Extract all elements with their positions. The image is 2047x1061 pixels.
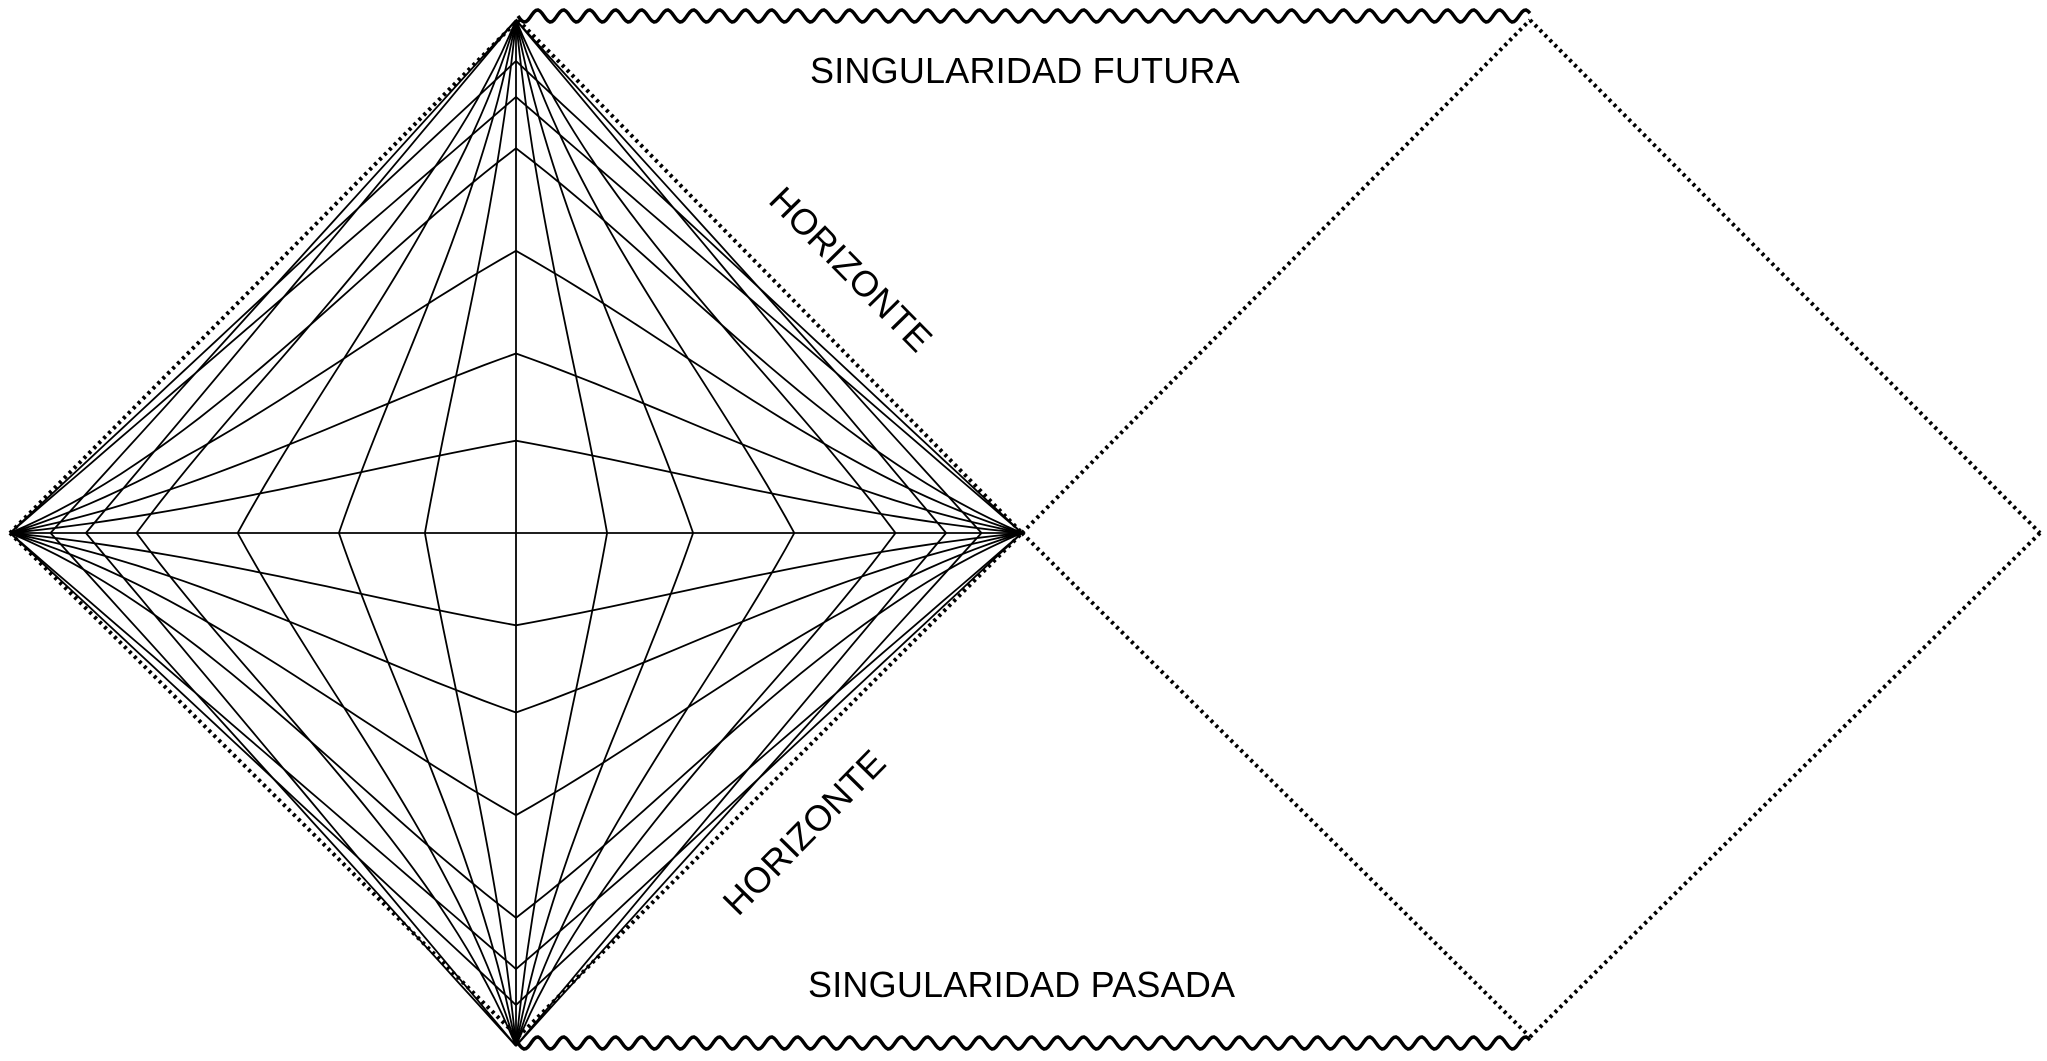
left-null-boundary-lower (8, 531, 520, 1039)
constant-radius-curve (337, 19, 517, 1047)
horizon-lower-label: HORIZONTE (715, 742, 894, 923)
right-null-boundary-lower (1528, 531, 2042, 1039)
right-region-boundary-upper (1020, 18, 1532, 535)
constant-time-curve (9, 532, 1023, 971)
region-boundaries (8, 18, 2042, 1039)
event-horizon-upper (516, 18, 1024, 535)
constant-time-curve (9, 95, 1023, 534)
constant-radius-curve (515, 19, 796, 1047)
past-singularity-label: SINGULARIDAD PASADA (808, 964, 1235, 1005)
constant-radius-curve (236, 19, 517, 1047)
right-region-boundary-lower (1020, 531, 1532, 1039)
constant-radius-curve (515, 19, 695, 1047)
constant-radius-curve (515, 19, 897, 1047)
future-singularity-wavy-line (516, 8, 1532, 24)
constant-radius-curve (135, 19, 517, 1047)
constant-time-curve (9, 532, 1023, 1007)
right-null-boundary-upper (1528, 18, 2042, 535)
constant-radius-curve (49, 19, 517, 1047)
constant-radius-curve (515, 19, 983, 1047)
past-singularity-wavy-line (516, 1035, 1532, 1051)
constant-radius-curve (515, 19, 948, 1047)
left-null-boundary-upper (8, 18, 520, 535)
constant-time-curve (9, 59, 1023, 534)
constant-radius-curve (84, 19, 517, 1047)
coordinate-grid (9, 19, 1023, 1047)
constant-radius-curve (515, 19, 609, 1047)
future-singularity-label: SINGULARIDAD FUTURA (810, 50, 1240, 91)
constant-radius-curve (423, 19, 517, 1047)
